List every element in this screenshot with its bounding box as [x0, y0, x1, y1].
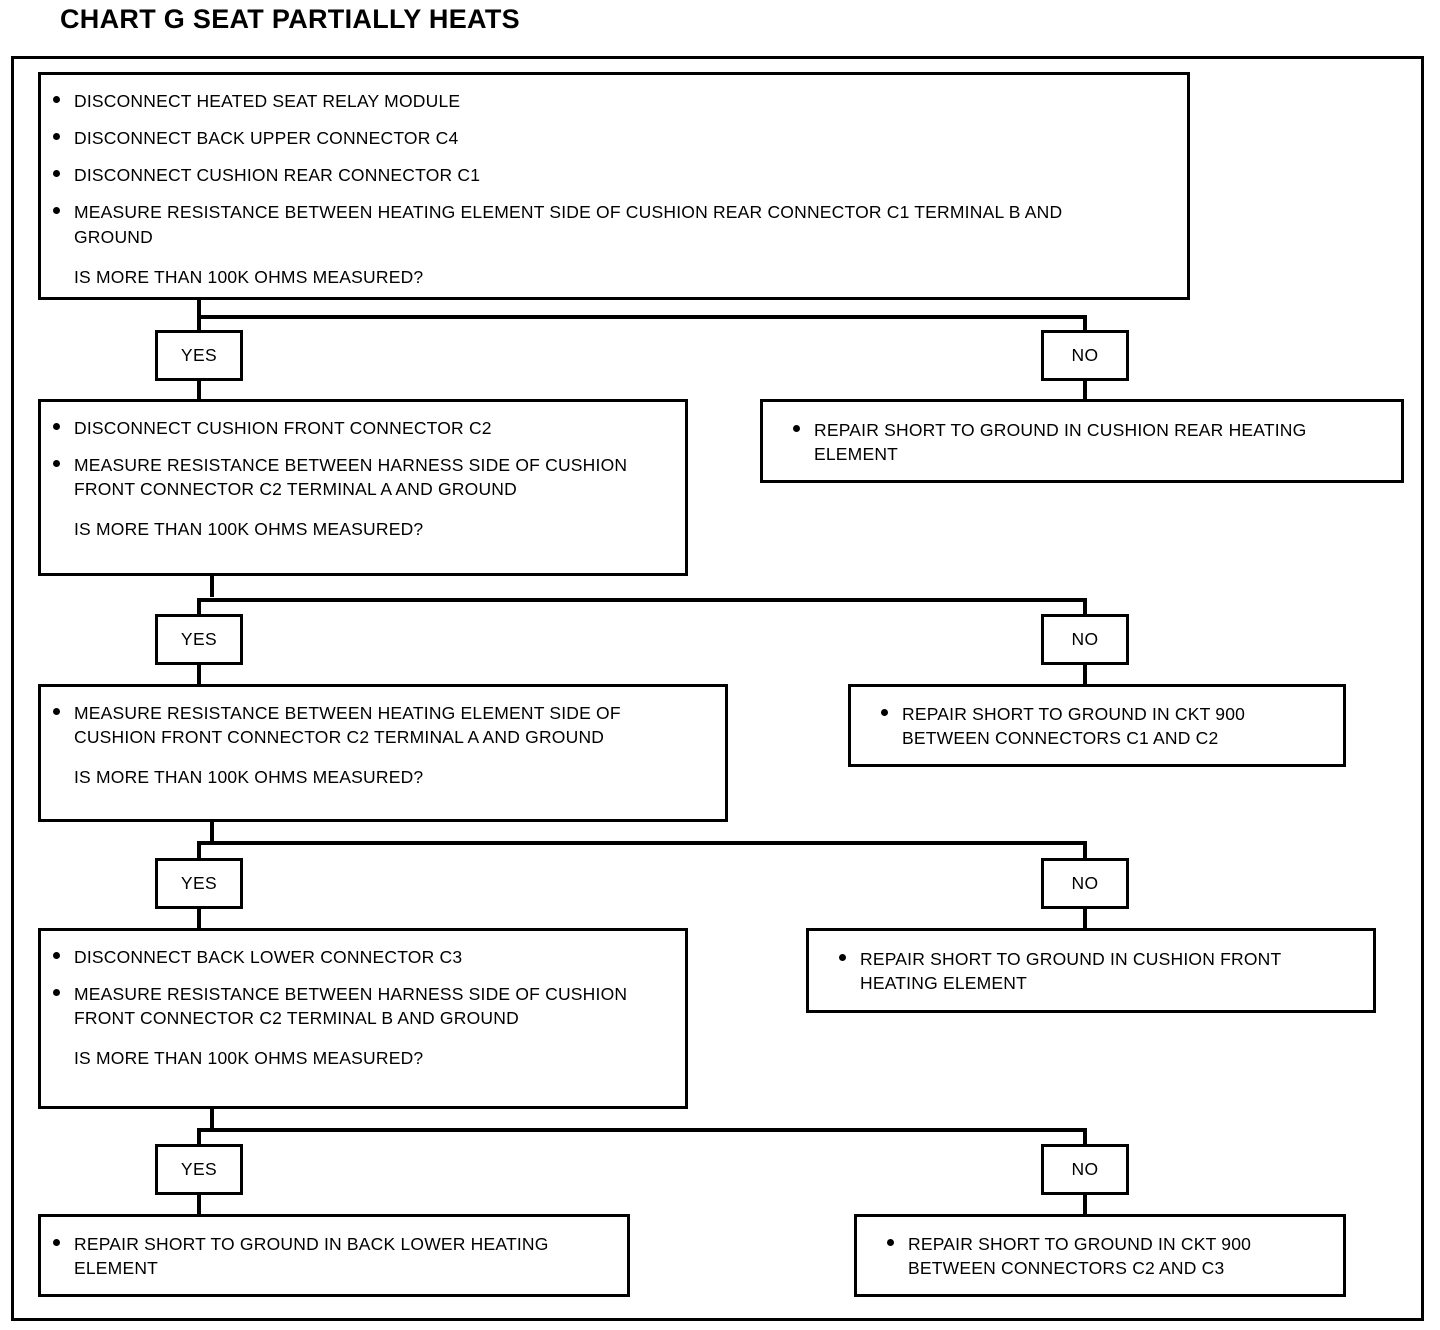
connector-yes2-to-step3: [197, 665, 201, 685]
node-step2-no-result: REPAIR SHORT TO GROUND IN CKT 900 BETWEE…: [848, 684, 1346, 767]
list-item: REPAIR SHORT TO GROUND IN CUSHION REAR H…: [775, 418, 1391, 466]
connector-no3-to-result: [1083, 909, 1087, 928]
connector-step4-no-drop: [1083, 1128, 1087, 1146]
branch-label: YES: [180, 873, 218, 893]
connector-step4-bus: [197, 1128, 1087, 1132]
branch-label: NO: [1071, 629, 1099, 649]
branch-no-1[interactable]: NO: [1041, 330, 1129, 381]
list-item: REPAIR SHORT TO GROUND IN CUSHION FRONT …: [821, 947, 1363, 995]
chart-outer-frame: [11, 56, 1424, 1321]
branch-label: NO: [1071, 873, 1099, 893]
list-item: MEASURE RESISTANCE BETWEEN HARNESS SIDE …: [53, 453, 675, 501]
node-step4-yes-result: REPAIR SHORT TO GROUND IN BACK LOWER HEA…: [38, 1214, 630, 1297]
connector-step2-no-drop: [1083, 598, 1087, 616]
connector-yes3-to-step4: [197, 909, 201, 928]
node-step1: DISCONNECT HEATED SEAT RELAY MODULE DISC…: [38, 72, 1190, 300]
branch-yes-4[interactable]: YES: [155, 1144, 243, 1195]
connector-step1-yes-drop: [197, 315, 201, 332]
connector-step2-stem: [210, 576, 214, 597]
list-item: REPAIR SHORT TO GROUND IN CKT 900 BETWEE…: [863, 702, 1333, 750]
connector-step3-yes-drop: [197, 841, 201, 860]
connector-step4-yes-drop: [197, 1128, 201, 1146]
bullet-icon: [53, 989, 60, 997]
list-item: REPAIR SHORT TO GROUND IN CKT 900 BETWEE…: [869, 1232, 1333, 1280]
bullet-icon: [53, 207, 60, 215]
bullet-icon: [53, 708, 60, 715]
bullet-icon: [53, 423, 60, 430]
bullet-icon: [53, 1239, 60, 1246]
bullet-icon: [887, 1239, 894, 1246]
bullet-icon: [53, 96, 60, 103]
list-item: DISCONNECT BACK UPPER CONNECTOR C4: [53, 126, 1177, 150]
branch-yes-2[interactable]: YES: [155, 614, 243, 665]
bullet-icon: [53, 170, 60, 178]
node-step3: MEASURE RESISTANCE BETWEEN HEATING ELEME…: [38, 684, 728, 822]
connector-yes1-to-step2: [197, 381, 201, 400]
list-item: DISCONNECT CUSHION REAR CONNECTOR C1: [53, 163, 1177, 187]
branch-yes-3[interactable]: YES: [155, 858, 243, 909]
branch-no-2[interactable]: NO: [1041, 614, 1129, 665]
list-item: MEASURE RESISTANCE BETWEEN HEATING ELEME…: [53, 701, 715, 749]
connector-step2-bus: [197, 598, 1087, 602]
decision-question: IS MORE THAN 100K OHMS MEASURED?: [74, 266, 424, 287]
node-step3-no-result: REPAIR SHORT TO GROUND IN CUSHION FRONT …: [806, 928, 1376, 1013]
branch-label: NO: [1071, 345, 1099, 365]
connector-step3-bus: [197, 841, 1087, 845]
branch-label: YES: [180, 345, 218, 365]
connector-step2-yes-drop: [197, 598, 201, 616]
branch-label: NO: [1071, 1159, 1099, 1179]
connector-step1-stem: [197, 300, 201, 319]
node-step1-no-result: REPAIR SHORT TO GROUND IN CUSHION REAR H…: [760, 399, 1404, 483]
list-item: DISCONNECT CUSHION FRONT CONNECTOR C2: [53, 416, 675, 440]
branch-label: YES: [180, 1159, 218, 1179]
node-step4: DISCONNECT BACK LOWER CONNECTOR C3 MEASU…: [38, 928, 688, 1109]
decision-question: IS MORE THAN 100K OHMS MEASURED?: [74, 1048, 424, 1069]
decision-question: IS MORE THAN 100K OHMS MEASURED?: [74, 767, 424, 788]
page-title: CHART G SEAT PARTIALLY HEATS: [60, 4, 520, 34]
connector-step4-stem: [210, 1109, 214, 1130]
connector-yes4-to-result: [197, 1195, 201, 1215]
connector-no4-to-result: [1083, 1195, 1087, 1215]
list-item: MEASURE RESISTANCE BETWEEN HARNESS SIDE …: [53, 982, 675, 1030]
bullet-icon: [53, 952, 60, 959]
connector-no1-to-result: [1083, 381, 1087, 400]
connector-step1-bus: [197, 315, 1087, 319]
list-item: REPAIR SHORT TO GROUND IN BACK LOWER HEA…: [53, 1232, 617, 1280]
node-step2: DISCONNECT CUSHION FRONT CONNECTOR C2 ME…: [38, 399, 688, 576]
connector-step3-stem: [210, 822, 214, 842]
connector-no2-to-result: [1083, 665, 1087, 685]
list-item: MEASURE RESISTANCE BETWEEN HEATING ELEME…: [53, 200, 1177, 248]
list-item: DISCONNECT BACK LOWER CONNECTOR C3: [53, 945, 675, 969]
branch-yes-1[interactable]: YES: [155, 330, 243, 381]
bullet-icon: [53, 133, 60, 141]
connector-step3-no-drop: [1083, 841, 1087, 860]
decision-question: IS MORE THAN 100K OHMS MEASURED?: [74, 519, 424, 540]
branch-label: YES: [180, 629, 218, 649]
connector-step1-no-drop: [1083, 315, 1087, 332]
bullet-icon: [53, 460, 60, 468]
node-step4-no-result: REPAIR SHORT TO GROUND IN CKT 900 BETWEE…: [854, 1214, 1346, 1297]
list-item: DISCONNECT HEATED SEAT RELAY MODULE: [53, 89, 1177, 113]
branch-no-3[interactable]: NO: [1041, 858, 1129, 909]
bullet-icon: [881, 709, 888, 716]
bullet-icon: [839, 954, 846, 961]
bullet-icon: [793, 425, 800, 432]
branch-no-4[interactable]: NO: [1041, 1144, 1129, 1195]
